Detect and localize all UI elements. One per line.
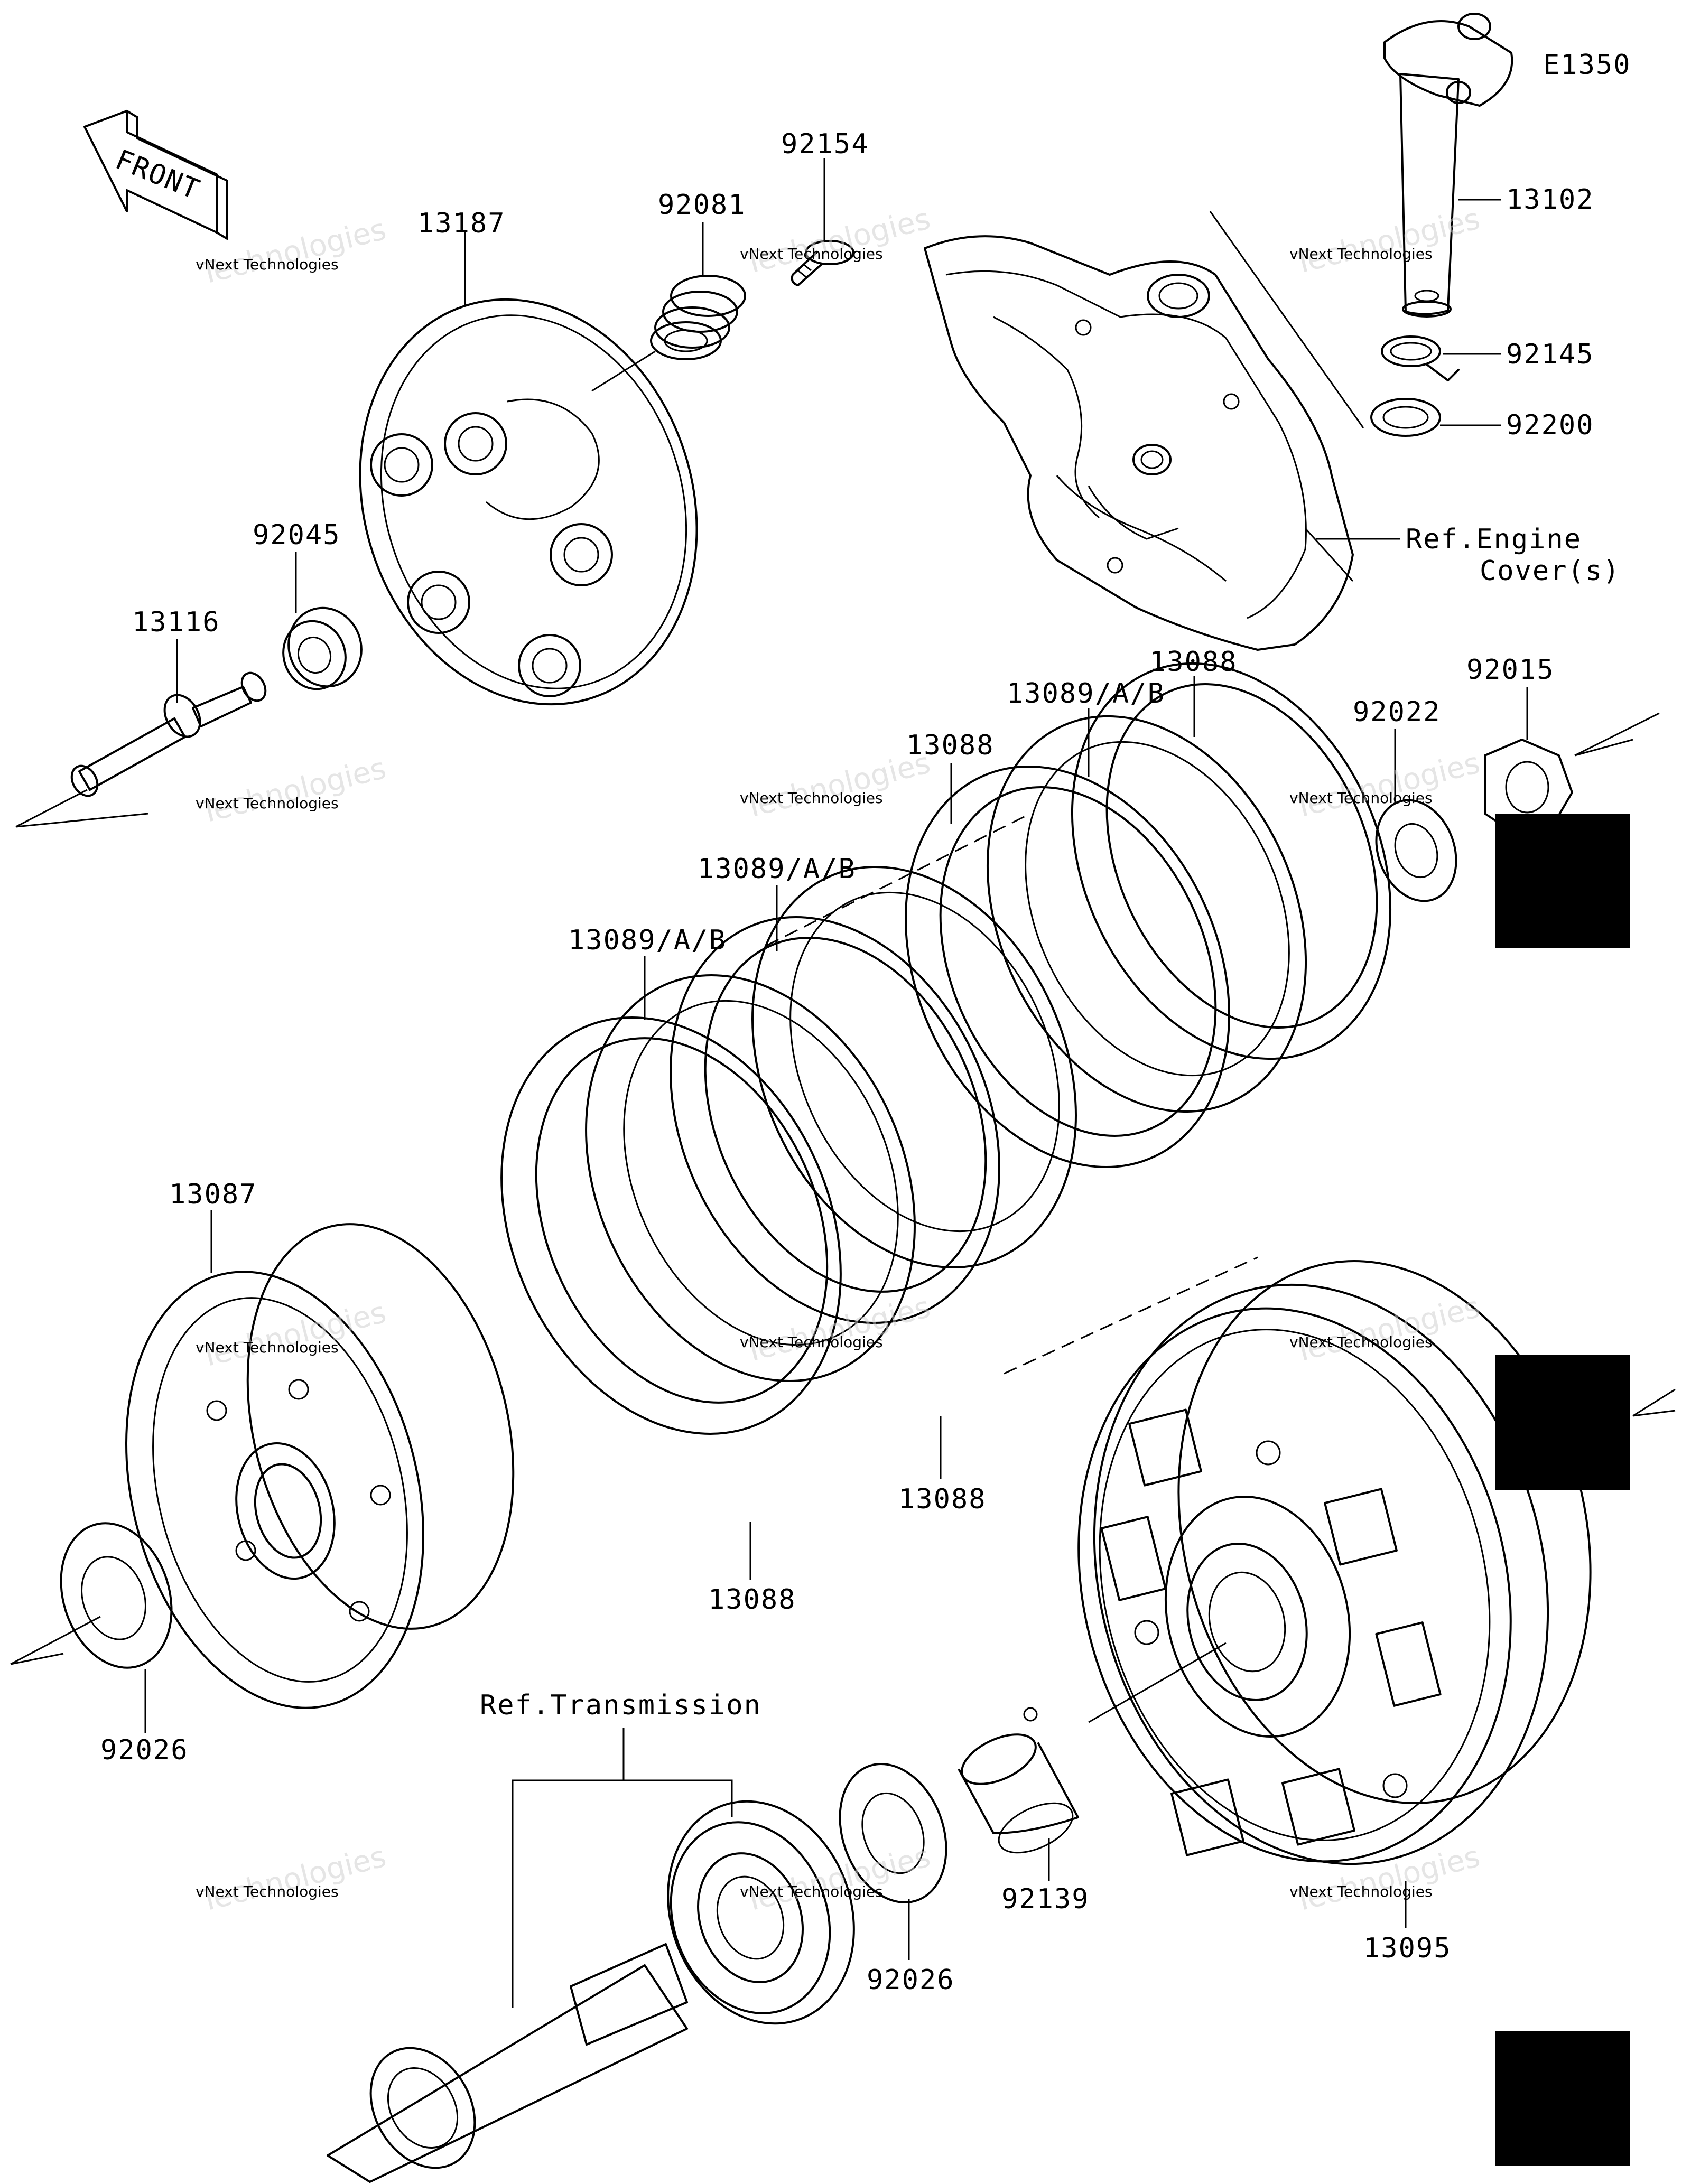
svg-text:Technologies: Technologies	[196, 212, 389, 292]
svg-text:vNext Technologies: vNext Technologies	[740, 245, 883, 263]
label-13088-mid: 13088	[906, 730, 995, 761]
svg-text:Technologies: Technologies	[1290, 1290, 1483, 1369]
front-arrow-icon: FRONT	[83, 110, 228, 240]
label-ref-engine-cover-1: Ref.Engine	[1406, 524, 1582, 555]
svg-text:Technologies: Technologies	[1290, 1840, 1483, 1919]
svg-text:vNext Technologies: vNext Technologies	[740, 789, 883, 807]
part-92139-sleeve	[958, 1707, 1079, 1854]
redaction-box-3	[1495, 2031, 1630, 2166]
label-92026-left: 92026	[100, 1734, 189, 1766]
svg-text:Technologies: Technologies	[1290, 202, 1483, 281]
transmission-bearing	[667, 1800, 855, 2025]
label-13088-right: 13088	[898, 1483, 987, 1515]
svg-text:vNext Technologies: vNext Technologies	[740, 1333, 883, 1351]
clutch-plate-stack	[500, 662, 1391, 1435]
label-92026-right: 92026	[867, 1964, 955, 1996]
label-13095: 13095	[1363, 1933, 1452, 1964]
part-92200-washer	[1370, 398, 1441, 437]
label-92015: 92015	[1466, 654, 1555, 686]
svg-text:vNext Technologies: vNext Technologies	[1289, 1883, 1433, 1900]
part-92026-washer-right	[839, 1763, 947, 1903]
label-ref-engine-cover-2: Cover(s)	[1480, 555, 1620, 587]
label-92022: 92022	[1353, 696, 1441, 728]
label-13102: 13102	[1506, 184, 1594, 216]
part-92145-spring	[1381, 335, 1460, 381]
svg-text:vNext Technologies: vNext Technologies	[1289, 245, 1433, 263]
svg-text:Technologies: Technologies	[740, 1840, 934, 1919]
part-13102-shaft	[1383, 13, 1513, 318]
label-13089-mid: 13089/A/B	[698, 853, 856, 885]
svg-text:Technologies: Technologies	[740, 746, 934, 825]
svg-text:vNext Technologies: vNext Technologies	[740, 1883, 883, 1900]
label-92139: 92139	[1001, 1883, 1090, 1915]
label-13187: 13187	[417, 208, 506, 239]
label-ref-transmission: Ref.Transmission	[480, 1690, 761, 1721]
engine-cover-ref	[924, 235, 1354, 651]
svg-text:Technologies: Technologies	[196, 751, 389, 830]
svg-text:Technologies: Technologies	[1290, 746, 1483, 825]
label-92145: 92145	[1506, 339, 1594, 370]
label-92045: 92045	[253, 519, 341, 551]
part-92022-washer	[1375, 799, 1457, 902]
svg-text:Technologies: Technologies	[740, 202, 934, 281]
svg-text:vNext Technologies: vNext Technologies	[196, 256, 339, 273]
part-92026-washer-left	[60, 1522, 173, 1669]
label-13088-bottom: 13088	[708, 1584, 796, 1616]
part-92154-bolt	[791, 240, 854, 286]
label-92154: 92154	[781, 128, 869, 160]
svg-text:vNext Technologies: vNext Technologies	[196, 795, 339, 812]
transmission-shaft	[327, 1943, 688, 2183]
redaction-box-1	[1495, 814, 1630, 948]
svg-text:vNext Technologies: vNext Technologies	[196, 1339, 339, 1356]
redaction-box-2	[1495, 1355, 1630, 1490]
part-13095-clutch-housing	[1077, 1260, 1592, 1865]
label-92081: 92081	[658, 189, 746, 221]
label-13116: 13116	[132, 606, 220, 638]
diagram-code: E1350	[1543, 49, 1631, 81]
label-13089-low: 13089/A/B	[568, 925, 727, 956]
svg-text:vNext Technologies: vNext Technologies	[196, 1883, 339, 1900]
part-13087-clutch-hub	[125, 1223, 515, 1709]
label-13087: 13087	[169, 1179, 257, 1210]
label-13089-top: 13089/A/B	[1007, 678, 1165, 710]
svg-text:Technologies: Technologies	[196, 1840, 389, 1919]
part-92015-nut	[1484, 739, 1573, 836]
svg-text:Technologies: Technologies	[740, 1290, 934, 1369]
part-92081-spring	[650, 275, 746, 360]
label-92200: 92200	[1506, 409, 1594, 441]
part-92045-bearing	[282, 606, 363, 690]
svg-text:vNext Technologies: vNext Technologies	[1289, 1333, 1433, 1351]
svg-text:vNext Technologies: vNext Technologies	[1289, 789, 1433, 807]
front-label: FRONT	[111, 144, 205, 206]
part-13116-push-rod	[70, 671, 267, 797]
svg-text:Technologies: Technologies	[196, 1295, 389, 1375]
label-13088-top: 13088	[1149, 646, 1238, 678]
